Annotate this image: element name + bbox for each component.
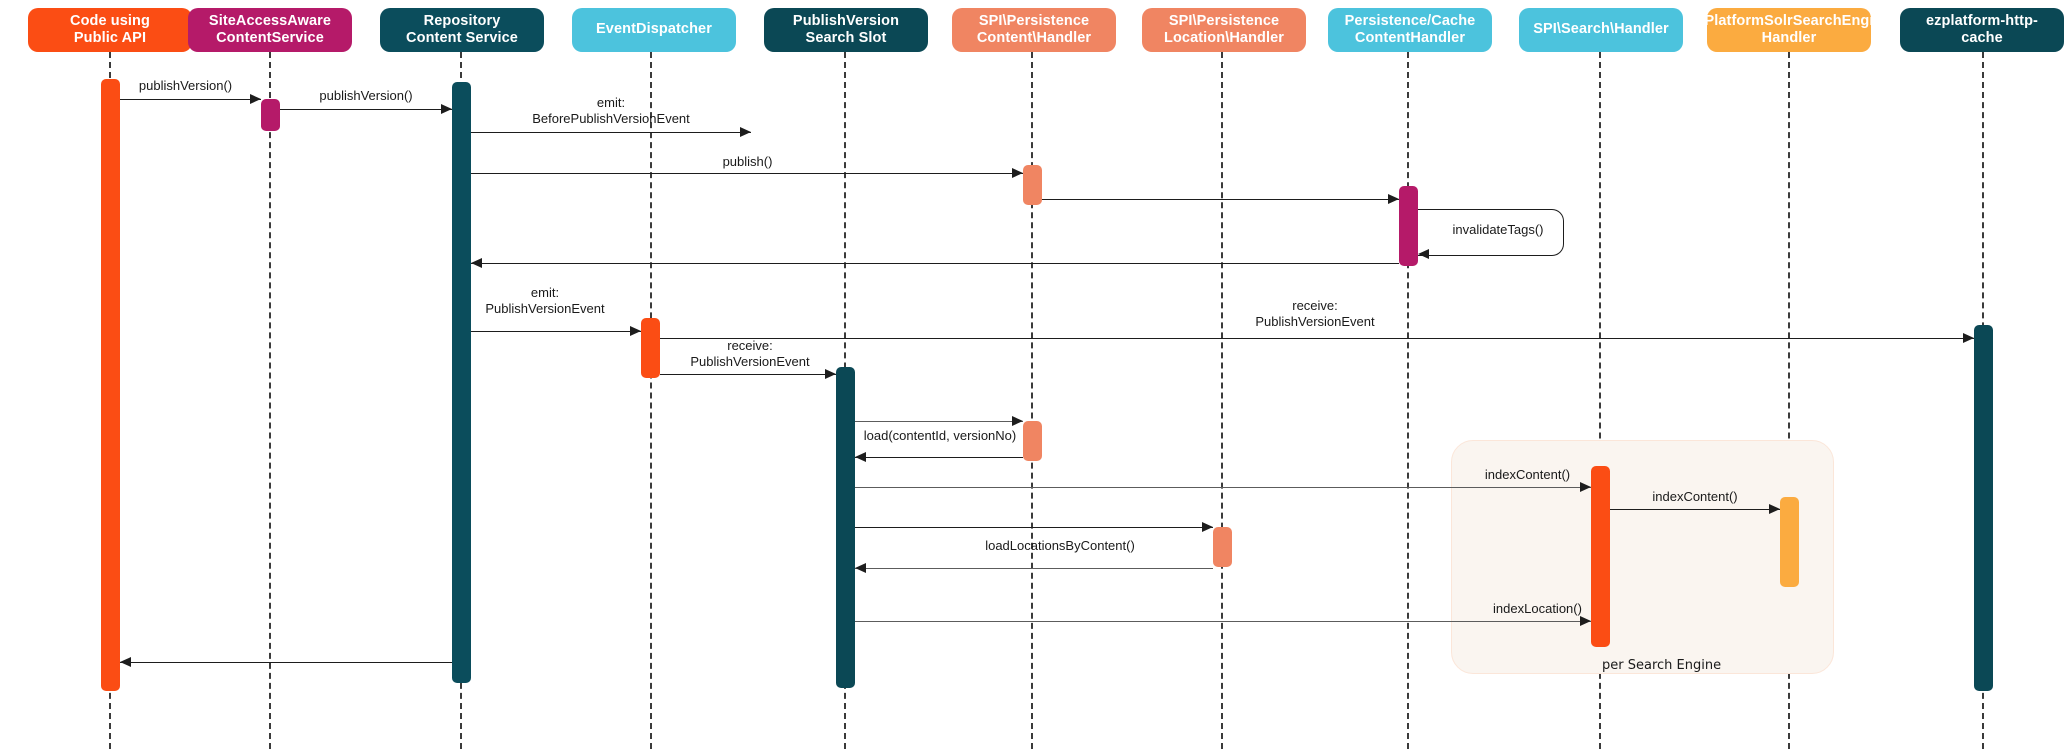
msg-publish-arrowhead: [1012, 168, 1023, 178]
act-spi-content-2: [1023, 421, 1042, 461]
act-event-dispatch: [641, 318, 660, 378]
participant-label-spi-search: SPI\Search\Handler: [1533, 21, 1669, 38]
msg-publish-version-2-label: publishVersion(): [319, 88, 413, 103]
msg-load-locations-arrowhead: [1202, 522, 1213, 532]
loop-invalidate-tags-arrowhead: [1418, 249, 1429, 259]
msg-load-content-return-arrowhead: [855, 452, 866, 462]
participant-public-api[interactable]: Code using Public API: [28, 8, 192, 52]
msg-load-content-return-line: [855, 457, 1023, 458]
msg-receive-http-cache-label: receive: PublishVersionEvent: [1255, 298, 1375, 329]
msg-publish-line: [471, 173, 1023, 174]
act-spi-content-1: [1023, 165, 1042, 205]
msg-load-locations-return-label: loadLocationsByContent(): [985, 538, 1135, 553]
participant-label-siteaccess-aware: SiteAccessAware ContentService: [208, 12, 332, 46]
msg-index-content-line: [855, 487, 1591, 488]
act-spi-location: [1213, 527, 1232, 567]
msg-load-locations-return-line: [855, 568, 1213, 569]
msg-publish-version-1-label: publishVersion(): [138, 78, 233, 93]
act-repository: [452, 82, 471, 683]
participant-label-spi-location: SPI\Persistence Location\Handler: [1163, 12, 1285, 46]
participant-label-publish-slot: PublishVersion Search Slot: [792, 12, 900, 46]
participant-label-spi-content: SPI\Persistence Content\Handler: [976, 12, 1092, 46]
msg-receive-publish-slot-line: [660, 374, 836, 375]
act-public-api: [101, 79, 120, 691]
search-engine-group-box: [1451, 440, 1834, 674]
participant-solr-handler[interactable]: EzPlatformSolrSearchEngine Handler: [1687, 8, 1891, 52]
lifeline-solr-handler: [1788, 52, 1790, 749]
act-spi-search: [1591, 466, 1610, 647]
lifeline-spi-content: [1031, 52, 1033, 749]
msg-load-content-line: [855, 421, 1023, 422]
msg-publish-version-1-arrowhead: [250, 94, 261, 104]
search-engine-group-label: per Search Engine: [1602, 658, 1722, 673]
participant-label-public-api: Code using Public API: [70, 12, 150, 46]
participant-repository[interactable]: Repository Content Service: [380, 8, 544, 52]
loop-invalidate-tags-label: invalidateTags(): [1452, 222, 1544, 237]
msg-index-content-solr-arrowhead: [1769, 504, 1780, 514]
msg-before-publish-event-line: [471, 132, 751, 133]
msg-publish-version-event-emit-line: [471, 331, 641, 332]
msg-receive-http-cache-line: [660, 338, 1974, 339]
participant-label-event-dispatcher: EventDispatcher: [596, 21, 712, 38]
participant-http-cache[interactable]: ezplatform-http-cache: [1900, 8, 2064, 52]
act-http-cache: [1974, 325, 1993, 691]
msg-index-location-line: [855, 621, 1591, 622]
lifeline-spi-location: [1221, 52, 1223, 749]
participant-label-cache-content: Persistence/Cache ContentHandler: [1344, 12, 1476, 46]
msg-publish-version-event-emit-label: emit: PublishVersionEvent: [485, 285, 605, 316]
msg-final-return-arrowhead: [120, 657, 131, 667]
msg-invalidate-tags-return-line: [471, 263, 1399, 264]
participant-spi-location[interactable]: SPI\Persistence Location\Handler: [1142, 8, 1306, 52]
act-solr-handler: [1780, 497, 1799, 587]
lifeline-spi-search: [1599, 52, 1601, 749]
participant-cache-content[interactable]: Persistence/Cache ContentHandler: [1328, 8, 1492, 52]
msg-publish-version-2-arrowhead: [441, 104, 452, 114]
msg-index-location-label: indexLocation(): [1493, 601, 1582, 616]
participant-label-solr-handler: EzPlatformSolrSearchEngine Handler: [1687, 12, 1891, 46]
msg-index-content-solr-label: indexContent(): [1652, 489, 1738, 504]
msg-load-content-return-label: load(contentId, versionNo): [863, 428, 1017, 443]
msg-to-cache-handler-arrowhead: [1388, 194, 1399, 204]
participant-label-http-cache: ezplatform-http-cache: [1926, 12, 2038, 46]
participant-event-dispatcher[interactable]: EventDispatcher: [572, 8, 736, 52]
msg-load-content-arrowhead: [1012, 416, 1023, 426]
act-publish-slot: [836, 367, 855, 688]
msg-to-cache-handler-line: [1042, 199, 1399, 200]
lifeline-cache-content: [1407, 52, 1409, 749]
msg-load-locations-line: [855, 527, 1213, 528]
msg-before-publish-event-label: emit: BeforePublishVersionEvent: [532, 95, 690, 126]
participant-label-repository: Repository Content Service: [406, 12, 518, 46]
msg-publish-label: publish(): [722, 154, 773, 169]
msg-load-locations-return-arrowhead: [855, 563, 866, 573]
act-siteaccess: [261, 99, 280, 131]
participant-siteaccess-aware[interactable]: SiteAccessAware ContentService: [188, 8, 352, 52]
participant-publish-slot[interactable]: PublishVersion Search Slot: [764, 8, 928, 52]
msg-index-location-arrowhead: [1580, 616, 1591, 626]
act-cache-content: [1399, 186, 1418, 266]
participant-spi-search[interactable]: SPI\Search\Handler: [1519, 8, 1683, 52]
lifeline-event-dispatcher: [650, 52, 652, 749]
msg-index-content-solr-line: [1610, 509, 1780, 510]
msg-publish-version-2-line: [280, 109, 452, 110]
msg-index-content-label: indexContent(): [1484, 467, 1571, 482]
msg-before-publish-event-arrowhead: [740, 127, 751, 137]
msg-publish-version-event-emit-arrowhead: [630, 326, 641, 336]
msg-invalidate-tags-return-arrowhead: [471, 258, 482, 268]
participant-spi-content[interactable]: SPI\Persistence Content\Handler: [952, 8, 1116, 52]
msg-publish-version-1-line: [110, 99, 261, 100]
loop-invalidate-tags-path: [1418, 209, 1564, 256]
msg-receive-http-cache-arrowhead: [1963, 333, 1974, 343]
msg-final-return-line: [120, 662, 452, 663]
msg-receive-publish-slot-arrowhead: [825, 369, 836, 379]
msg-index-content-arrowhead: [1580, 482, 1591, 492]
lifeline-siteaccess-aware: [269, 52, 271, 749]
msg-receive-publish-slot-label: receive: PublishVersionEvent: [690, 338, 810, 369]
